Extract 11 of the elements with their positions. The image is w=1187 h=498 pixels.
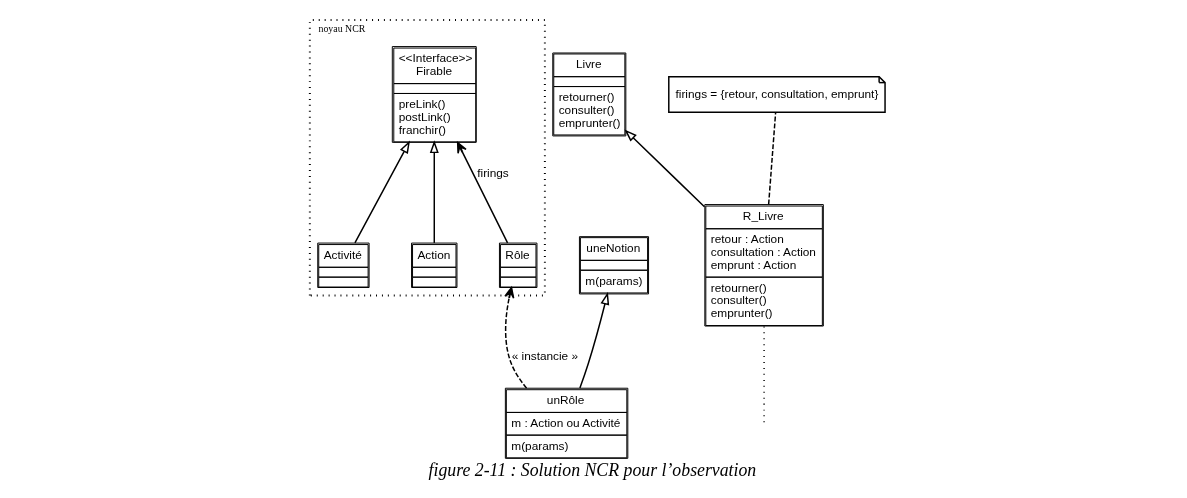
edge-label: « instancie » <box>511 349 579 364</box>
arrow <box>429 140 439 244</box>
connector <box>767 111 777 206</box>
arrow <box>504 286 528 389</box>
arrow <box>624 129 706 208</box>
arrow <box>456 141 509 244</box>
arrow <box>579 292 610 389</box>
connector <box>763 325 765 423</box>
edge-label: firings <box>477 165 509 180</box>
caption: figure 2-11 : Solution NCR pour l’observation <box>428 459 757 480</box>
arrow <box>354 140 411 244</box>
